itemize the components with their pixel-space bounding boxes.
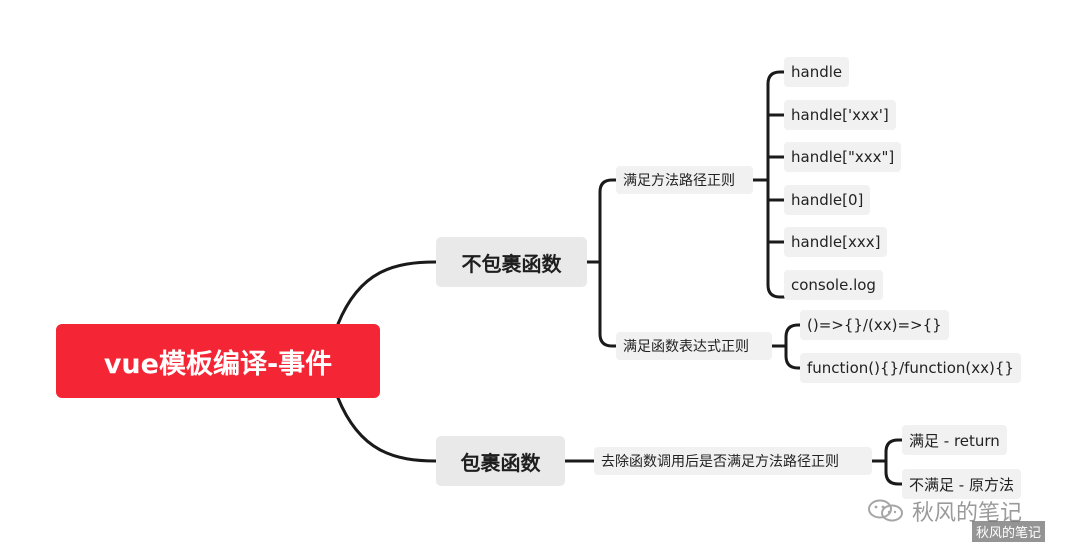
leaf-node[interactable]: function(){}/function(xx){}: [800, 353, 1021, 383]
leaf-label: function(){}/function(xx){}: [807, 359, 1014, 377]
leaf-label: handle: [791, 63, 843, 81]
leaf-node[interactable]: handle: [784, 57, 850, 87]
connector-root-branch-2: [336, 396, 438, 463]
leaf-label: 满足 - return: [909, 431, 1000, 450]
leaf-node[interactable]: 不满足 - 原方法: [902, 469, 1021, 499]
leaf-label: handle[xxx]: [791, 233, 881, 251]
leaf-label: handle['xxx']: [791, 106, 889, 124]
connector-sub1-leaves: [751, 70, 786, 299]
leaf-node[interactable]: console.log: [784, 270, 883, 300]
branch-label: 不包裹函数: [461, 251, 562, 276]
wechat-icon: [868, 499, 903, 522]
leaf-label: console.log: [791, 276, 876, 294]
connector-sub3-leaves: [870, 438, 904, 486]
leaf-node[interactable]: ()=>{}/(xx)=>{}: [800, 310, 949, 340]
leaf-label: ()=>{}/(xx)=>{}: [807, 316, 942, 334]
connector-branch1-sub1: [585, 178, 618, 264]
leaf-node[interactable]: 满足 - return: [902, 425, 1007, 455]
leaf-node[interactable]: handle['xxx']: [784, 100, 896, 130]
sub-node-function-expression-regex[interactable]: 满足函数表达式正则: [616, 332, 772, 360]
root-node[interactable]: vue模板编译-事件: [56, 324, 380, 398]
sub-label: 满足函数表达式正则: [623, 339, 749, 355]
sub-label: 去除函数调用后是否满足方法路径正则: [601, 454, 839, 470]
sub-label: 满足方法路径正则: [623, 173, 735, 189]
root-label: vue模板编译-事件: [103, 348, 333, 380]
leaf-node[interactable]: handle[0]: [784, 185, 871, 215]
branch-node-wrap[interactable]: 包裹函数: [436, 436, 565, 486]
branch-label: 包裹函数: [460, 450, 541, 475]
leaf-node[interactable]: handle[xxx]: [784, 227, 888, 257]
watermark-badge: 秋风的笔记: [972, 521, 1046, 542]
connector-sub2-leaves: [770, 323, 802, 370]
leaf-label: handle[0]: [791, 191, 864, 209]
leaf-label: handle["xxx"]: [791, 148, 895, 166]
connector-branch1-sub2: [598, 260, 618, 348]
sub-node-strip-call-regex[interactable]: 去除函数调用后是否满足方法路径正则: [594, 447, 872, 475]
connector-root-branch-1: [336, 260, 438, 326]
branch-node-no-wrap[interactable]: 不包裹函数: [436, 237, 587, 287]
leaf-label: 不满足 - 原方法: [909, 475, 1014, 494]
leaf-node[interactable]: handle["xxx"]: [784, 142, 902, 172]
sub-node-method-path-regex[interactable]: 满足方法路径正则: [616, 166, 753, 194]
